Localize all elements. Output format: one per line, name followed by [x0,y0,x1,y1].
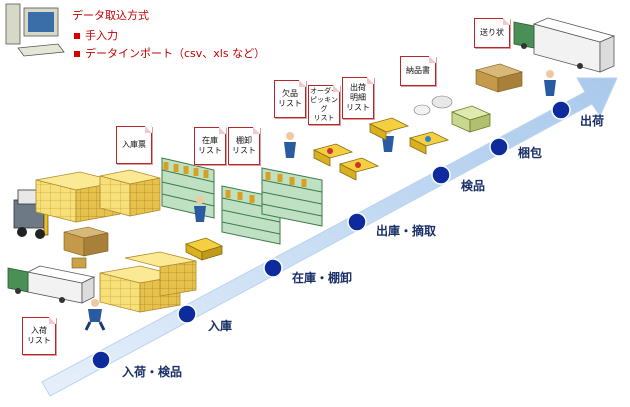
document-shipping-detail-list: 出荷 明細 リスト [342,77,374,119]
legend-title: データ取込方式 [72,7,149,23]
legend-item-label: 手入力 [85,29,118,42]
bin-illustration [186,238,222,260]
legend-item-manual: 手入力 [74,27,118,43]
step-label-packing: 梱包 [518,144,542,161]
document-arrival-list: 入荷 リスト [22,317,56,355]
storage-shelf-illustration [162,158,322,244]
packing-illustration [414,96,490,132]
document-warehousing-slip: 入庫票 [116,126,152,164]
step-label-picking: 出庫・摘取 [376,222,436,239]
computer-icon [6,4,64,56]
pallet-stack-illustration [36,170,160,256]
worker-illustration [86,299,104,330]
document-inventory-list: 在庫 リスト [194,127,226,165]
step-label-inventory: 在庫・棚卸 [292,269,352,286]
pallet-stack-illustration [476,64,522,92]
step-label-shipping: 出荷 [580,112,604,129]
legend-bullet [74,51,80,57]
step-node-packing [490,138,508,156]
step-node-picking [348,213,366,231]
document-shortage-list: 欠品 リスト [274,80,306,118]
delivery-truck-illustration [8,266,94,303]
document-picking-list: オーダー ピッキング リスト [308,85,340,125]
step-label-inspection: 検品 [461,177,485,194]
step-node-shipping [552,101,570,119]
step-node-warehousing [178,305,196,323]
step-node-arrival-inspection [92,351,110,369]
legend-bullet [74,33,80,39]
step-label-warehousing: 入庫 [208,317,232,334]
legend-item-label: データインポート（csv、xls など） [85,47,265,60]
document-stocktake-list: 棚卸 リスト [228,127,260,165]
document-delivery-note: 納品書 [400,56,436,86]
legend-item-import: データインポート（csv、xls など） [74,45,265,61]
step-label-arrival-inspection: 入荷・検品 [122,363,182,380]
document-waybill: 送り状 [474,18,510,48]
picking-tray-illustration [314,118,448,180]
step-node-inspection [432,166,450,184]
step-node-inventory [264,259,282,277]
shipping-truck-illustration [514,18,614,72]
